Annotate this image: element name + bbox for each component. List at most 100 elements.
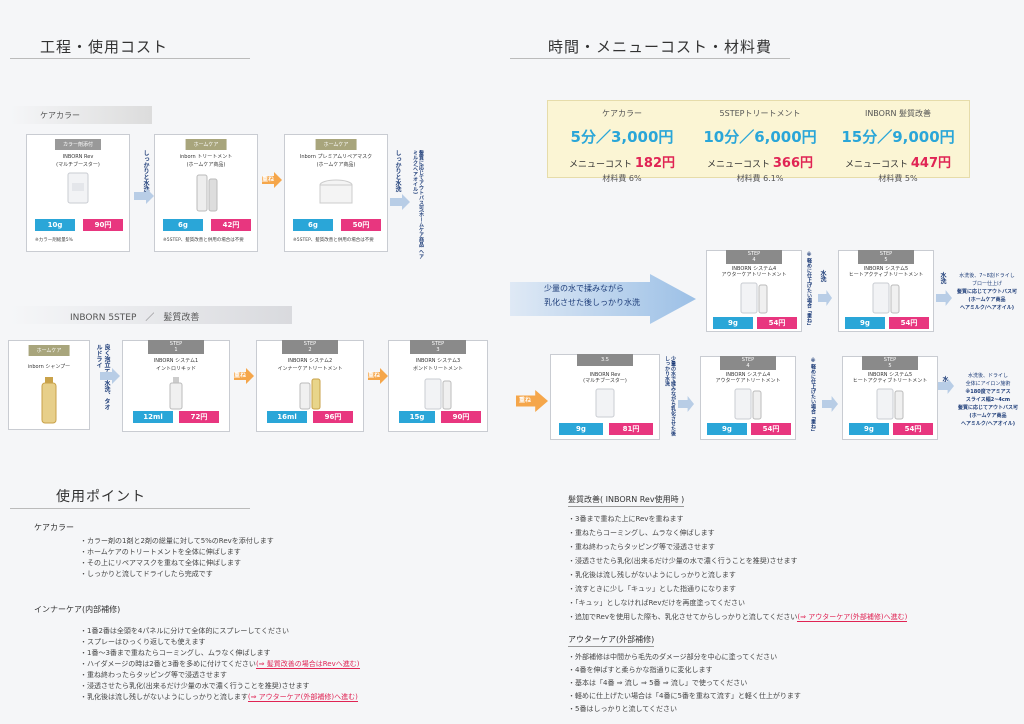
care-item: ・しっかりと流してドライしたら完成です — [80, 570, 213, 578]
shampoo-card: ホームケア inborn シャンプー — [8, 340, 90, 430]
inner-item: ・重ね終わったらタッピング等で浸透させます — [80, 671, 227, 679]
price-col-care-color: ケアカラー 5分／3,000円 メニューコスト 182円 材料費 6% — [562, 101, 682, 184]
price-badge: 54円 — [757, 317, 797, 329]
product-sub: (ホームケア商品) — [316, 162, 356, 168]
step-header: 3.5 — [577, 354, 633, 366]
inner-care-head: インナーケア(内部補修) — [34, 605, 121, 614]
arrow-icon — [678, 396, 694, 412]
amount-badge: 9g — [707, 423, 747, 435]
care-color-head: ケアカラー — [34, 523, 74, 532]
kaizen-item: ・追加でRevを使用した際も、乳化させてからしっかりと流してください(⇒ アウタ… — [568, 613, 908, 622]
product-name: INBORN Rev — [589, 372, 621, 378]
product-name: INBORN システム2 — [287, 358, 333, 364]
outer-item: ・基本は「4番 ⇒ 流し ⇒ 5番 ⇒ 流し」で使ってください — [568, 679, 748, 687]
row1-end-wash: 水洗 — [939, 272, 946, 284]
arrow-icon — [936, 290, 952, 306]
arrow-icon — [938, 378, 954, 394]
price-badge: 54円 — [751, 423, 791, 435]
price-badge: 50円 — [341, 219, 381, 231]
amount-badge: 12ml — [133, 411, 173, 423]
card-note: ※カラー剤総量5% — [35, 238, 73, 243]
card-note: ※5STEP、髪質改善と併用の場合は不要 — [163, 238, 244, 243]
right-title-underline — [510, 58, 790, 59]
bottle-icon — [41, 377, 57, 424]
amount-badge: 9g — [713, 317, 753, 329]
kaizen-item: ・浸透させたら乳化(出来るだけ少量の水で濃く行うことを推奨)させます — [568, 557, 798, 565]
overlap-arrow: 重ね — [516, 390, 548, 412]
price-summary-box: ケアカラー 5分／3,000円 メニューコスト 182円 材料費 6% 5STE… — [547, 100, 970, 183]
outer-item: ・4番を伸ばすと柔らかな指通りに変化します — [568, 666, 713, 674]
product-sub: (ホームケア商品) — [186, 162, 226, 168]
time-cost: 10分／6,000円 — [703, 128, 817, 146]
arrow-icon — [134, 188, 154, 204]
care-color-label: ケアカラー — [10, 106, 152, 124]
product-name: INBORN システム5 — [863, 266, 909, 272]
arrow-icon — [818, 290, 832, 306]
outer-care-link[interactable]: (⇒ アウターケア(外部補修)へ進む) — [797, 613, 908, 622]
jar-icon — [319, 179, 353, 204]
kaizen-item: ・流すときに少し「キュッ」とした指通りになります — [568, 585, 736, 593]
price-badge: 81円 — [609, 423, 653, 435]
kaizen-item: ・重ね終わったらタッピング等で浸透させます — [568, 543, 715, 551]
outer-item: ・軽めに仕上げたい場合は「4番に5番を重ねて流す」と軽く仕上がります — [568, 692, 801, 700]
price-badge: 90円 — [83, 219, 123, 231]
care-item: ・その上にリペアマスクを重ねて全体に伸ばします — [80, 559, 241, 567]
overlap-arrow: 重ね — [234, 368, 254, 384]
inner-item: ・浸透させたら乳化(出来るだけ少量の水で濃く行うことを推奨)させます — [80, 682, 310, 690]
time-cost: 5分／3,000円 — [570, 128, 674, 146]
card-tag: カラー剤添付 — [54, 139, 102, 150]
row2-end-note: 水洗後、ドライし 全体にアイロン施術 ※180度でアミアス スライス幅2~4cm… — [957, 373, 1018, 427]
product-name: INBORN システム3 — [415, 358, 461, 364]
inner-item: ・1番2番は全頭を4パネルに分けて全体的にスプレーしてください — [80, 627, 289, 635]
inner-item: ・乳化後は流し残しがないようにしっかりと流します(⇒ アウターケア(外部補修)へ… — [80, 693, 358, 702]
price-col-5step: 5STEPトリートメント 10分／6,000円 メニューコスト 366円 材料費… — [700, 101, 820, 184]
pouch-icon — [876, 388, 904, 420]
material-cost: 材料費 5% — [878, 174, 918, 183]
left-section-title: 工程・使用コスト — [40, 38, 169, 56]
material-cost: 材料費 6.1% — [736, 174, 784, 183]
product-name: INBORN システム1 — [153, 358, 199, 364]
inner-item: ・ハイダメージの時は2番と3番を多めに付けてください(⇒ 髪質改善の場合はRev… — [80, 660, 360, 669]
pouch-icon — [734, 388, 762, 420]
pouch-icon — [595, 388, 615, 418]
pouch-icon — [872, 282, 900, 314]
amount-badge: 9g — [845, 317, 885, 329]
amount-badge: 9g — [559, 423, 603, 435]
amount-badge: 15g — [399, 411, 435, 423]
menu-cost: メニューコスト 447円 — [844, 156, 952, 171]
pouch-icon — [740, 282, 768, 314]
care-item: ・ホームケアのトリートメントを全体に伸ばします — [80, 548, 241, 556]
product-sub: アウターケアトリートメント — [721, 272, 787, 278]
row1-mid-note: ※軽めに仕上げたい場合「重ね」 — [806, 252, 812, 328]
product-name: inborn トリートメント — [179, 154, 233, 160]
price-badge: 96円 — [313, 411, 353, 423]
product-name: INBORN システム4 — [725, 372, 771, 378]
inner-item: ・スプレーはひっくり返しても使えます — [80, 638, 206, 646]
card-note: ※5STEP、髪質改善と併用の場合は不要 — [293, 238, 374, 243]
material-cost: 材料費 6% — [602, 174, 642, 183]
care-item: ・カラー剤の1剤と2剤の総量に対して5%のRevを添付します — [80, 537, 274, 545]
menu-cost: メニューコスト 366円 — [706, 156, 814, 171]
time-cost: 15分／9,000円 — [841, 128, 955, 146]
care-card-rev: カラー剤添付 INBORN Rev (マルチブースター) 10g 90円 ※カラ… — [26, 134, 130, 252]
product-name: INBORN システム4 — [731, 266, 777, 272]
arrow-text-wash: しっかりと水洗 — [142, 150, 149, 192]
kaizen-item: ・3番まで重ねた上にRevを重ねます — [568, 515, 684, 523]
side-note-outbath: 髪質に応じてアウトバス可(ホームケア商品 ヘアミルク/ヘアオイル) — [412, 150, 424, 260]
outer-care-link[interactable]: (⇒ アウターケア(外部補修)へ進む) — [247, 693, 358, 702]
kaizen-item: ・乳化後は流し残しがないようにしっかりと流します — [568, 571, 736, 579]
kaizen-link[interactable]: (⇒ 髪質改善の場合はRevへ進む) — [255, 660, 360, 669]
big-arrow-text-2: 乳化させた後しっかり水洗 — [544, 298, 640, 307]
product-sub: アウターケアトリートメント — [715, 378, 781, 384]
spray-bottle-icon — [299, 378, 321, 410]
price-col-head: 5STEPトリートメント — [715, 108, 805, 119]
amount-badge: 9g — [849, 423, 889, 435]
overlap-arrow: 重ね — [368, 368, 388, 384]
outer-care-head: アウターケア(外部補修) — [568, 634, 655, 647]
